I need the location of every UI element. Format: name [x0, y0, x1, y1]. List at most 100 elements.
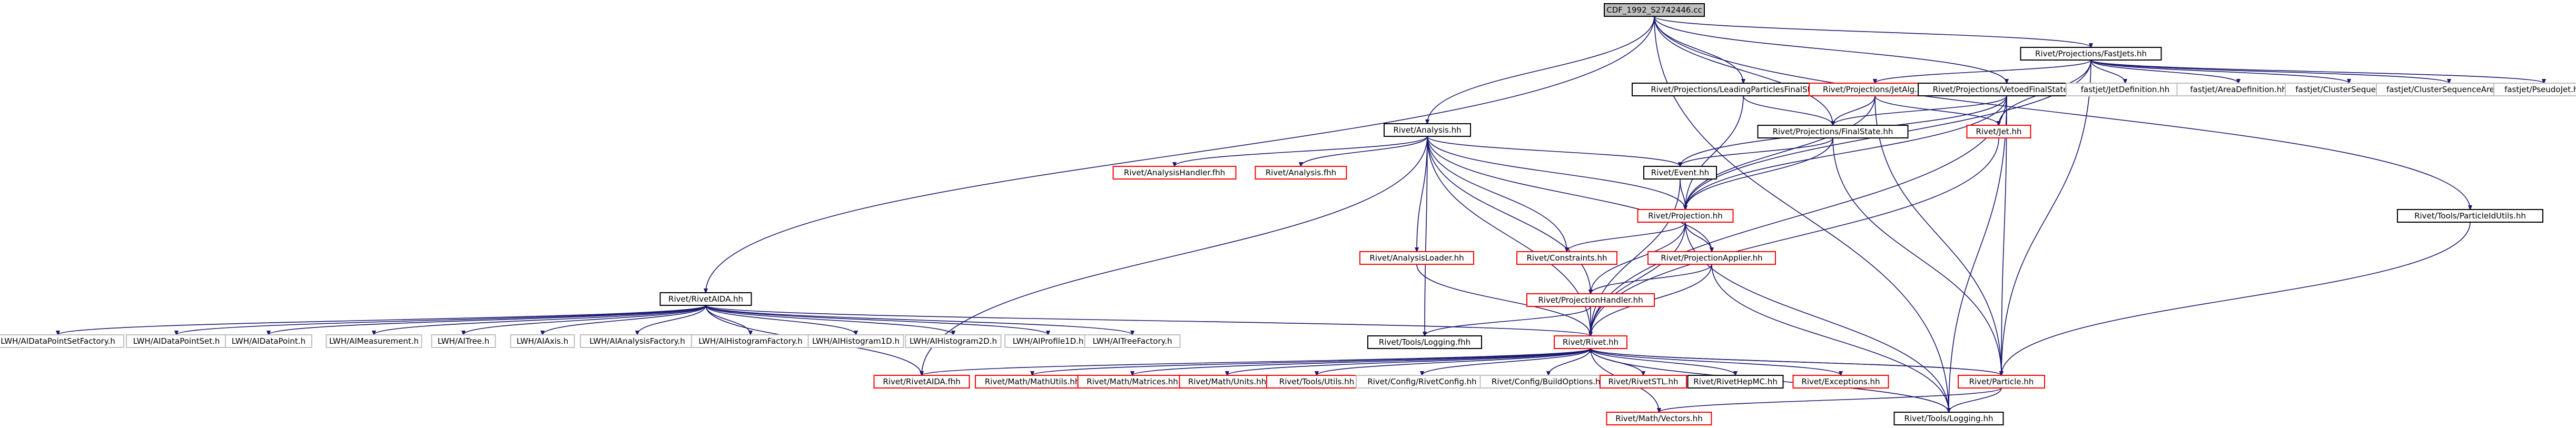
- node-label: LWH/AIHistogramFactory.h: [698, 336, 803, 346]
- edge-fastjets-to-areadef: [2090, 59, 2238, 83]
- node-dpoint: LWH/AIDataPoint.h: [225, 334, 312, 348]
- node-label: LWH/AIDataPointSetFactory.h: [1, 336, 115, 346]
- node-analysisloader[interactable]: Rivet/AnalysisLoader.hh: [1359, 251, 1474, 265]
- edge-vetoedfs-to-finalstate: [1833, 95, 2007, 125]
- edge-rivetaida-to-measurement: [374, 305, 706, 335]
- node-label: Rivet/Rivet.hh: [1563, 337, 1618, 347]
- node-box: [975, 375, 1090, 389]
- node-label: Rivet/AnalysisLoader.hh: [1369, 253, 1464, 263]
- node-box: [1356, 375, 1488, 389]
- node-box: [807, 334, 904, 348]
- node-box: [126, 334, 227, 348]
- node-label: Rivet/Tools/ParticleIdUtils.hh: [2414, 211, 2526, 221]
- node-projectionhandler[interactable]: Rivet/ProjectionHandler.hh: [1526, 293, 1655, 307]
- node-box: [431, 334, 496, 348]
- node-box: [1958, 375, 2045, 389]
- node-label: Rivet/Tools/Logging.hh: [1904, 414, 1993, 423]
- node-box: [1112, 166, 1237, 180]
- edge-root-to-particleidutils: [1654, 16, 2470, 210]
- edge-fastjets-to-jetalg: [1875, 59, 2091, 83]
- node-matrices[interactable]: Rivet/Math/Matrices.hh: [1077, 375, 1188, 389]
- node-histo2d: LWH/AIHistogram2D.h: [905, 334, 1002, 348]
- edge-rivethh-to-mathutils: [1032, 348, 1591, 375]
- node-box: [1526, 293, 1655, 307]
- edge-root-to-finalstate: [1654, 16, 1833, 125]
- node-particle[interactable]: Rivet/Particle.hh: [1958, 375, 2045, 389]
- node-label: Rivet/Tools/Utils.hh: [1279, 377, 1354, 386]
- node-box: [2020, 47, 2162, 61]
- node-constraints[interactable]: Rivet/Constraints.hh: [1516, 251, 1617, 265]
- node-label: LWH/AIDataPoint.h: [232, 336, 305, 346]
- edge-projectionapplier-to-logginghh: [1711, 264, 1949, 412]
- edge-finalstate-to-particle: [1832, 137, 2001, 375]
- edge-rivetaida-to-rivethh: [705, 305, 1591, 336]
- node-projection[interactable]: Rivet/Projection.hh: [1637, 209, 1734, 223]
- node-rivetaidafhh[interactable]: Rivet/RivetAIDA.fhh: [873, 375, 970, 389]
- node-rivethh[interactable]: Rivet/Rivet.hh: [1554, 335, 1627, 349]
- node-label: Rivet/Projection.hh: [1648, 211, 1723, 221]
- edge-jetalg-to-projection: [1685, 95, 1876, 210]
- node-label: Rivet/RivetAIDA.hh: [668, 294, 743, 304]
- node-box: [1757, 125, 1909, 138]
- node-logginghh[interactable]: Rivet/Tools/Logging.hh: [1893, 412, 2004, 425]
- node-fastjets[interactable]: Rivet/Projections/FastJets.hh: [2020, 47, 2162, 61]
- node-root: CDF_1992_S2742446.cc: [1604, 3, 1705, 17]
- node-box: [510, 334, 575, 348]
- node-label: LWH/AIAxis.h: [517, 336, 568, 346]
- node-vectors[interactable]: Rivet/Math/Vectors.hh: [1606, 412, 1712, 425]
- node-jet[interactable]: Rivet/Jet.hh: [1966, 125, 2031, 138]
- node-box: [2066, 83, 2185, 96]
- edge-finalstate-to-projection: [1685, 137, 1833, 210]
- node-label: Rivet/ProjectionApplier.hh: [1661, 253, 1762, 263]
- node-box: [1084, 334, 1181, 348]
- node-label: Rivet/Math/Matrices.hh: [1087, 377, 1178, 386]
- edge-rivethh-to-units: [1227, 348, 1591, 375]
- node-tree: LWH/AITree.h: [431, 334, 496, 348]
- edge-rivetaida-to-anafactory: [637, 305, 706, 335]
- node-rivetaida[interactable]: Rivet/RivetAIDA.hh: [659, 292, 752, 306]
- node-analysisfhh[interactable]: Rivet/Analysis.fhh: [1255, 166, 1347, 180]
- node-box: [225, 334, 312, 348]
- node-exceptions[interactable]: Rivet/Exceptions.hh: [1792, 375, 1889, 389]
- node-label: fastjet/PseudoJet.hh: [2504, 85, 2576, 94]
- node-event[interactable]: Rivet/Event.hh: [1643, 166, 1717, 180]
- node-analysis[interactable]: Rivet/Analysis.hh: [1384, 123, 1471, 137]
- node-projectionapplier[interactable]: Rivet/ProjectionApplier.hh: [1647, 251, 1776, 265]
- node-box: [1600, 375, 1687, 389]
- node-finalstate[interactable]: Rivet/Projections/FinalState.hh: [1757, 125, 1909, 138]
- edge-root-to-vetoedfs: [1654, 16, 2007, 83]
- edge-particleidutils-to-particle: [2001, 222, 2471, 375]
- node-mathutils[interactable]: Rivet/Math/MathUtils.hh: [975, 375, 1090, 389]
- edge-leadingparticles-to-projection: [1685, 95, 1744, 210]
- edge-analysis-to-loggingfhh: [1425, 136, 1428, 336]
- node-rivethepmc[interactable]: Rivet/RivetHepMC.hh: [1687, 375, 1784, 389]
- node-box: [1647, 251, 1776, 265]
- node-label: Rivet/RivetAIDA.fhh: [883, 377, 960, 386]
- node-toolsutils[interactable]: Rivet/Tools/Utils.hh: [1266, 375, 1367, 389]
- edge-projection-to-constraints: [1567, 222, 1686, 252]
- node-label: Rivet/Analysis.fhh: [1266, 168, 1337, 177]
- node-rivetstl[interactable]: Rivet/RivetSTL.hh: [1600, 375, 1687, 389]
- edge-fastjets-to-clusterseqarea: [2090, 59, 2449, 83]
- node-box: [1687, 375, 1784, 389]
- node-label: LWH/AIProfile1D.h: [1013, 336, 1084, 346]
- node-rivetconfig: Rivet/Config/RivetConfig.hh: [1356, 375, 1488, 389]
- edge-analysis-to-projection: [1427, 136, 1685, 210]
- edge-leadingparticles-to-finalstate: [1743, 95, 1833, 125]
- node-label: fastjet/AreaDefinition.hh: [2190, 85, 2286, 94]
- edge-analysis-to-analysisfhh: [1301, 136, 1428, 166]
- node-buildoptions: Rivet/Config/BuildOptions.hh: [1479, 375, 1617, 389]
- edge-rivetaida-to-dpset: [176, 305, 706, 335]
- edge-rivetaida-to-tree: [463, 305, 706, 335]
- node-analysishandlerfhh[interactable]: Rivet/AnalysisHandler.fhh: [1112, 166, 1237, 180]
- node-label: Rivet/Projections/JetAlg.hh: [1823, 85, 1927, 94]
- edge-rivethh-to-matrices: [1132, 348, 1591, 375]
- edge-jetalg-to-jet: [1874, 95, 1999, 125]
- node-loggingfhh[interactable]: Rivet/Tools/Logging.fhh: [1367, 335, 1482, 349]
- node-label: Rivet/Jet.hh: [1976, 127, 2022, 136]
- node-units[interactable]: Rivet/Math/Units.hh: [1179, 375, 1276, 389]
- edge-projection-to-projectionhandler: [1591, 222, 1686, 294]
- edge-particle-to-rivethh: [1591, 349, 2002, 376]
- node-particleidutils[interactable]: Rivet/Tools/ParticleIdUtils.hh: [2397, 209, 2543, 223]
- node-label: LWH/AIHistogram2D.h: [910, 336, 997, 346]
